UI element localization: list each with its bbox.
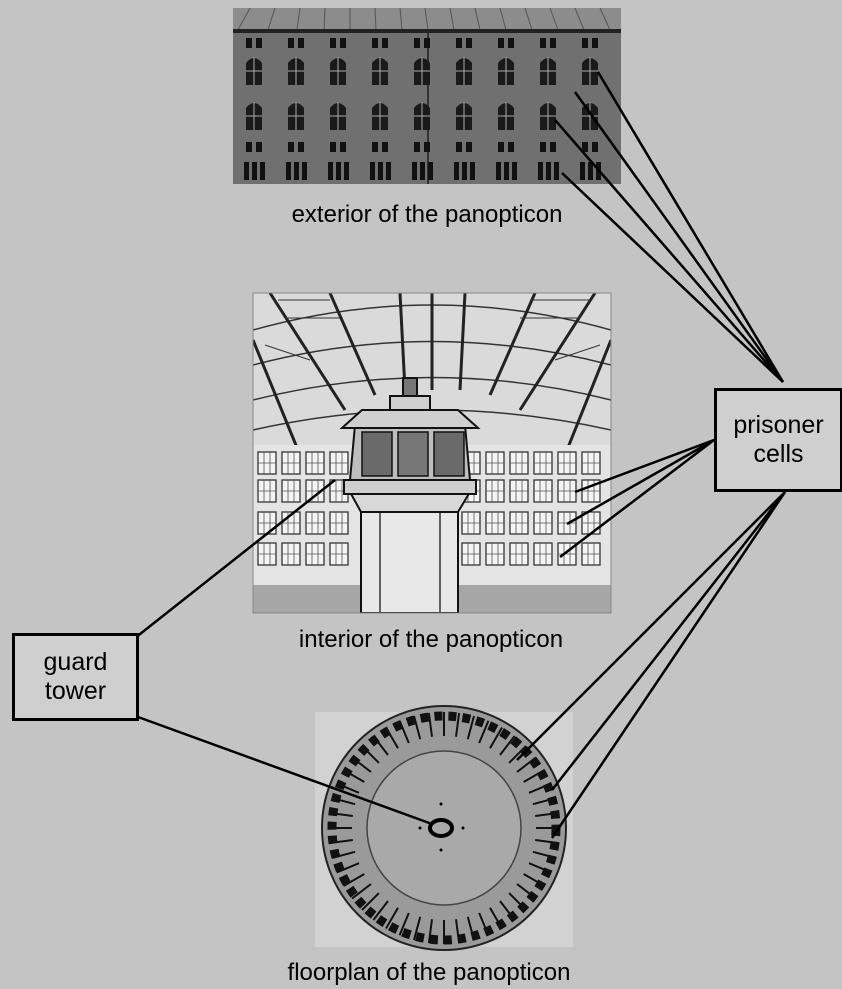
- guard-tower-leaders: [134, 479, 433, 826]
- floorplan-guard-tower: [428, 818, 454, 838]
- interior-caption: interior of the panopticon: [299, 626, 563, 653]
- prisoner-cells-leaders: [516, 71, 787, 839]
- prisoner-cells-label: prisoner cells: [714, 388, 842, 492]
- interior-image: [253, 293, 611, 613]
- guard-tower-label: guard tower: [12, 633, 139, 721]
- guard-tower-line2: tower: [44, 677, 107, 705]
- prisoner-cells-line2: cells: [753, 440, 804, 468]
- prisoner-cells-line1: prisoner: [733, 411, 824, 439]
- exterior-image: [233, 7, 621, 184]
- floorplan-image: [315, 705, 573, 951]
- floorplan-caption: floorplan of the panopticon: [288, 959, 571, 986]
- guard-tower-line1: guard: [43, 648, 108, 676]
- exterior-caption: exterior of the panopticon: [292, 201, 563, 228]
